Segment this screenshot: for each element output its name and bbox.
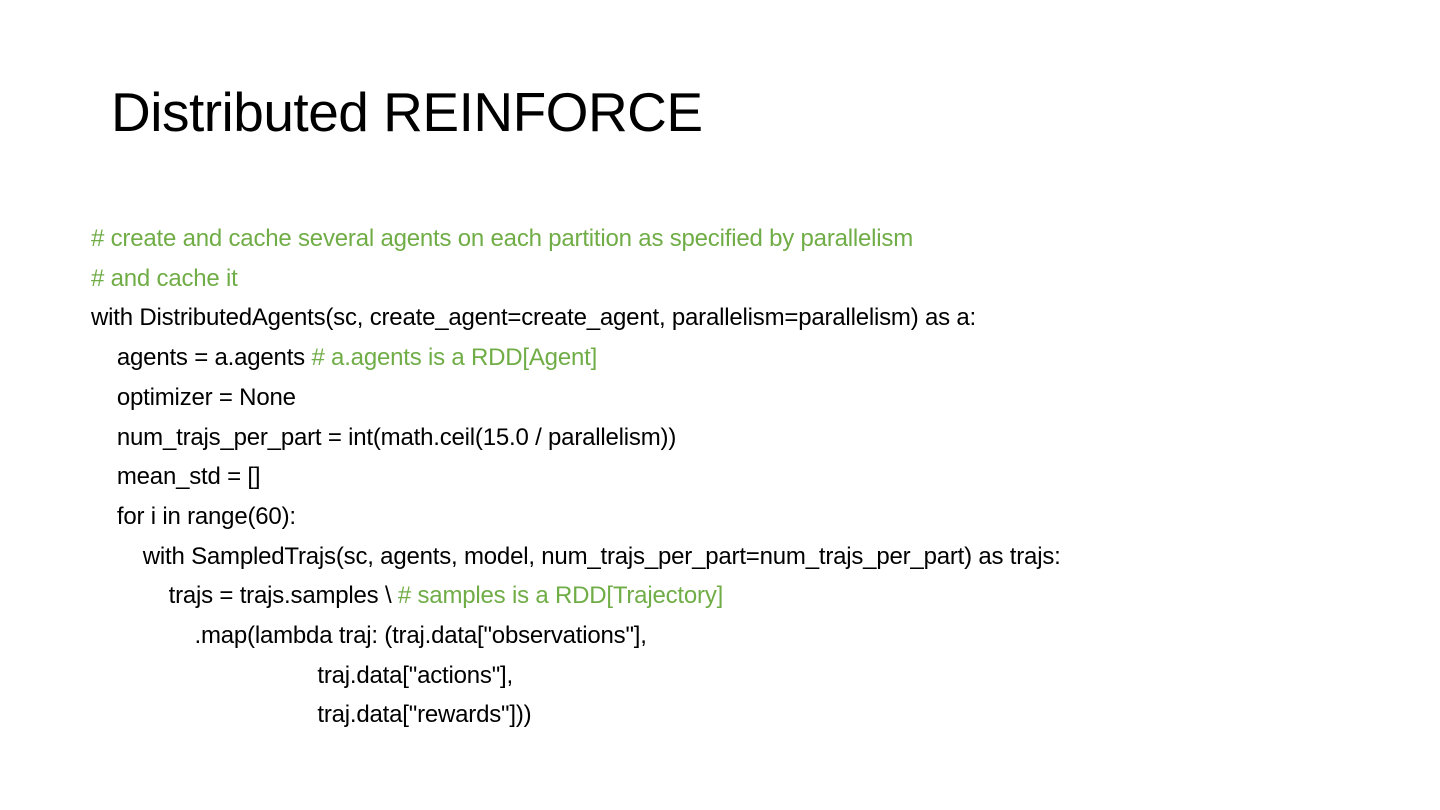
code-line: .map(lambda traj: (traj.data["observatio… (91, 616, 1061, 656)
code-line: with SampledTrajs(sc, agents, model, num… (91, 537, 1061, 577)
code-comment-segment: # and cache it (91, 264, 238, 292)
code-line: traj.data["rewards"])) (91, 695, 1061, 735)
code-line: traj.data["actions"], (91, 656, 1061, 696)
code-line: with DistributedAgents(sc, create_agent=… (91, 298, 1061, 338)
code-comment-segment: # a.agents is a RDD[Agent] (311, 344, 598, 372)
code-line: trajs = trajs.samples \ # samples is a R… (91, 576, 1061, 616)
code-segment: for i in range(60): (91, 502, 296, 530)
code-segment: traj.data["actions"], (91, 661, 513, 689)
code-line: # create and cache several agents on eac… (91, 219, 1061, 259)
code-comment-segment: # samples is a RDD[Trajectory] (397, 582, 724, 610)
code-segment: agents = a.agents (91, 344, 312, 372)
code-segment: with DistributedAgents(sc, create_agent=… (91, 304, 976, 332)
code-segment: trajs = trajs.samples \ (91, 582, 398, 610)
code-segment: mean_std = [] (91, 463, 261, 491)
code-line: num_trajs_per_part = int(math.ceil(15.0 … (91, 418, 1061, 458)
slide-title: Distributed REINFORCE (111, 81, 703, 143)
code-line: # and cache it (91, 259, 1061, 299)
code-segment: with SampledTrajs(sc, agents, model, num… (91, 542, 1061, 570)
code-segment: num_trajs_per_part = int(math.ceil(15.0 … (91, 423, 677, 451)
code-comment-segment: # create and cache several agents on eac… (91, 225, 914, 252)
code-line: for i in range(60): (91, 497, 1061, 537)
code-segment: traj.data["rewards"])) (91, 701, 532, 729)
code-block: # create and cache several agents on eac… (91, 219, 1061, 735)
code-segment: .map(lambda traj: (traj.data["observatio… (91, 622, 647, 650)
code-segment: optimizer = None (91, 383, 296, 411)
code-line: optimizer = None (91, 378, 1061, 418)
code-line: mean_std = [] (91, 457, 1061, 497)
code-line: agents = a.agents # a.agents is a RDD[Ag… (91, 338, 1061, 378)
